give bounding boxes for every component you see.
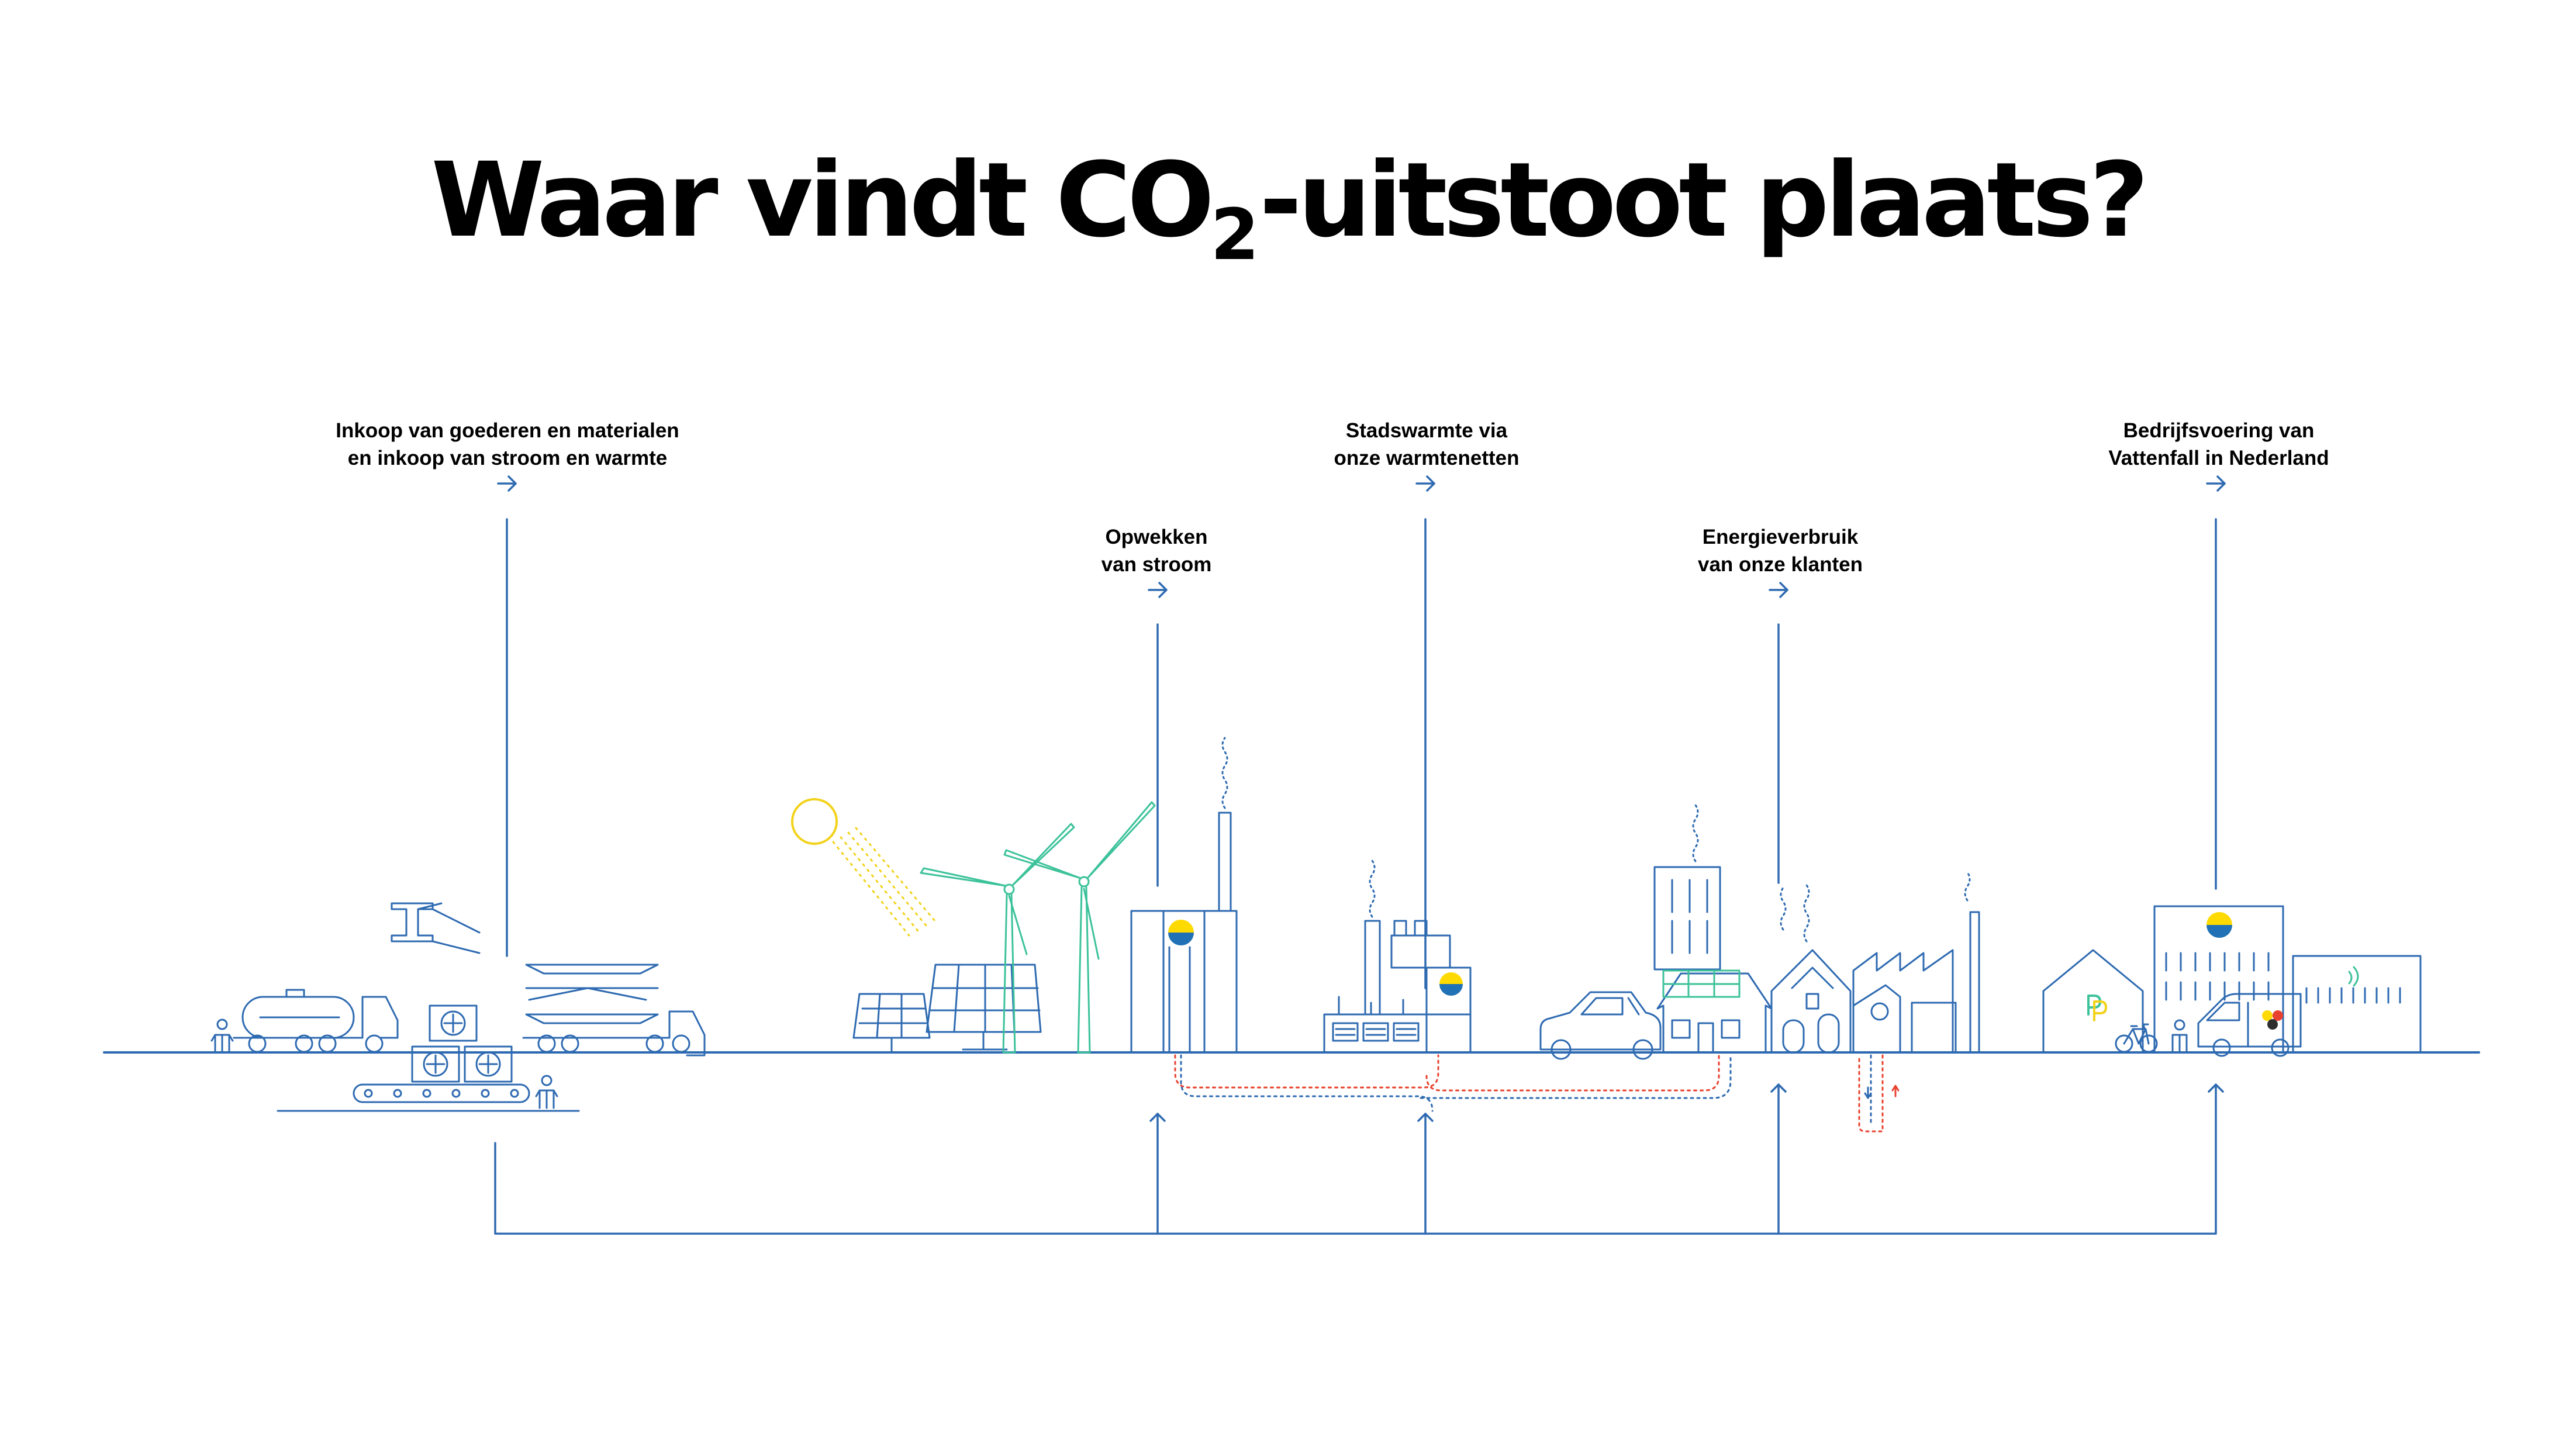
person-icon [210,1019,234,1054]
flatbed-truck-icon [522,964,706,1057]
heat-pump-icon [411,1004,513,1083]
apartment-building-icon [1653,804,1721,971]
worker-icon [535,1075,558,1109]
conveyor-belt-icon [277,1083,580,1112]
heat-plant-icon [1323,859,1472,1054]
wind-turbine-icon [920,801,1156,1054]
villa-icon [1770,884,1901,1054]
solar-panel-large-icon [926,964,1042,1051]
steel-beam-icon [391,902,481,954]
bottom-bracket [494,1083,2224,1235]
factory-icon [1852,871,1980,1054]
van-icon [2197,993,2302,1057]
tanker-truck-icon [233,989,399,1053]
office-building-icon [2153,905,2284,1054]
car-icon [1539,991,1662,1060]
vattenfall-logo-icon [1168,920,1194,945]
service-building-icon [2292,955,2422,1054]
page-title: Waar vindt CO2-uitstoot plaats? [431,140,2149,276]
warehouse-icon [2042,949,2144,1054]
heat-network-pipes [1174,1054,1884,1133]
heat-arrows [1864,1085,1900,1099]
house-icon [1656,969,1773,1054]
power-plant-icon [1130,737,1238,1054]
vattenfall-logo-icon [1439,972,1463,996]
label-lines [506,518,2217,989]
ppp-logo-icon [2087,995,2107,1021]
person-icon [2171,1019,2188,1054]
solar-panel-icon [852,993,931,1054]
bicycle-icon [2115,1023,2158,1053]
label-arrows [497,475,2226,598]
vattenfall-logo-icon [2206,912,2232,938]
van-logo-icon [2262,1010,2283,1030]
sun-icon [791,798,937,937]
